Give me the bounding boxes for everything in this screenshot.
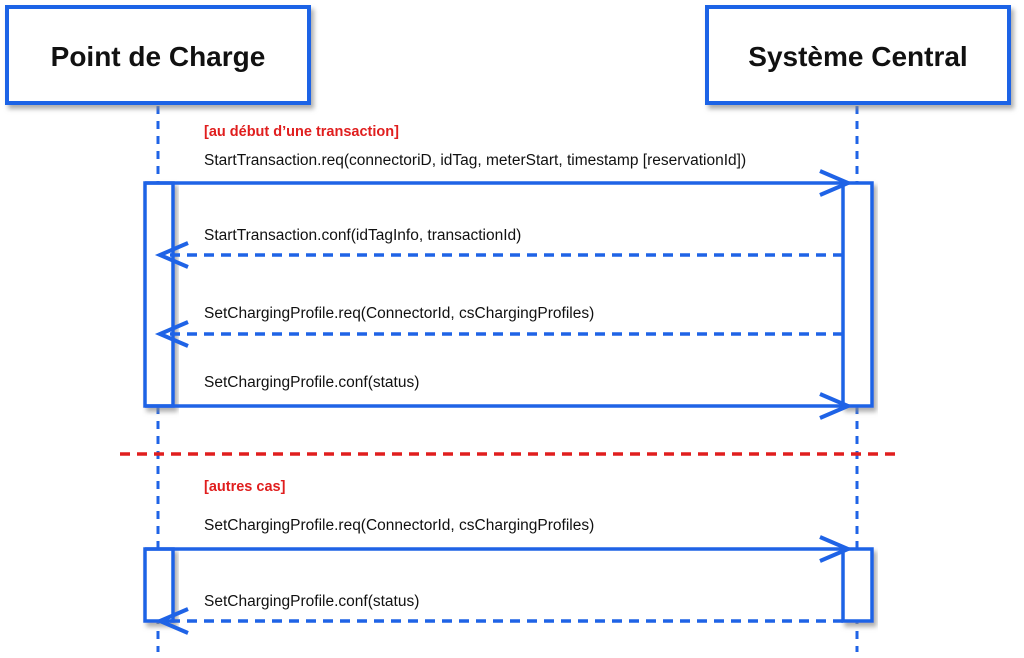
message-label-1: StartTransaction.req(connectoriD, idTag,…: [204, 152, 746, 169]
message-arrow-4: [145, 392, 854, 420]
activation-box-right-1: [841, 181, 874, 408]
activation-box-left-1: [143, 181, 175, 408]
fragment-guard-1: [au début d’une transaction]: [204, 124, 399, 140]
activation-box-right-2: [841, 547, 874, 623]
message-label-3: SetChargingProfile.req(ConnectorId, csCh…: [204, 305, 594, 322]
participant-right: [705, 5, 1011, 105]
message-arrow-3: [154, 320, 843, 348]
participant-left: [5, 5, 311, 105]
message-arrow-1: [145, 169, 854, 197]
message-arrow-6: [154, 607, 843, 635]
fragment-guard-2: [autres cas]: [204, 479, 286, 495]
message-arrow-5: [145, 535, 854, 563]
message-arrow-2: [154, 241, 843, 269]
message-label-4: SetChargingProfile.conf(status): [204, 374, 419, 391]
message-label-6: SetChargingProfile.conf(status): [204, 593, 419, 610]
message-label-5: SetChargingProfile.req(ConnectorId, csCh…: [204, 517, 594, 534]
activation-box-left-2: [143, 547, 175, 623]
participant-right-label: Système Central: [748, 41, 967, 72]
message-label-2: StartTransaction.conf(idTagInfo, transac…: [204, 227, 521, 244]
participant-left-label: Point de Charge: [51, 41, 266, 72]
